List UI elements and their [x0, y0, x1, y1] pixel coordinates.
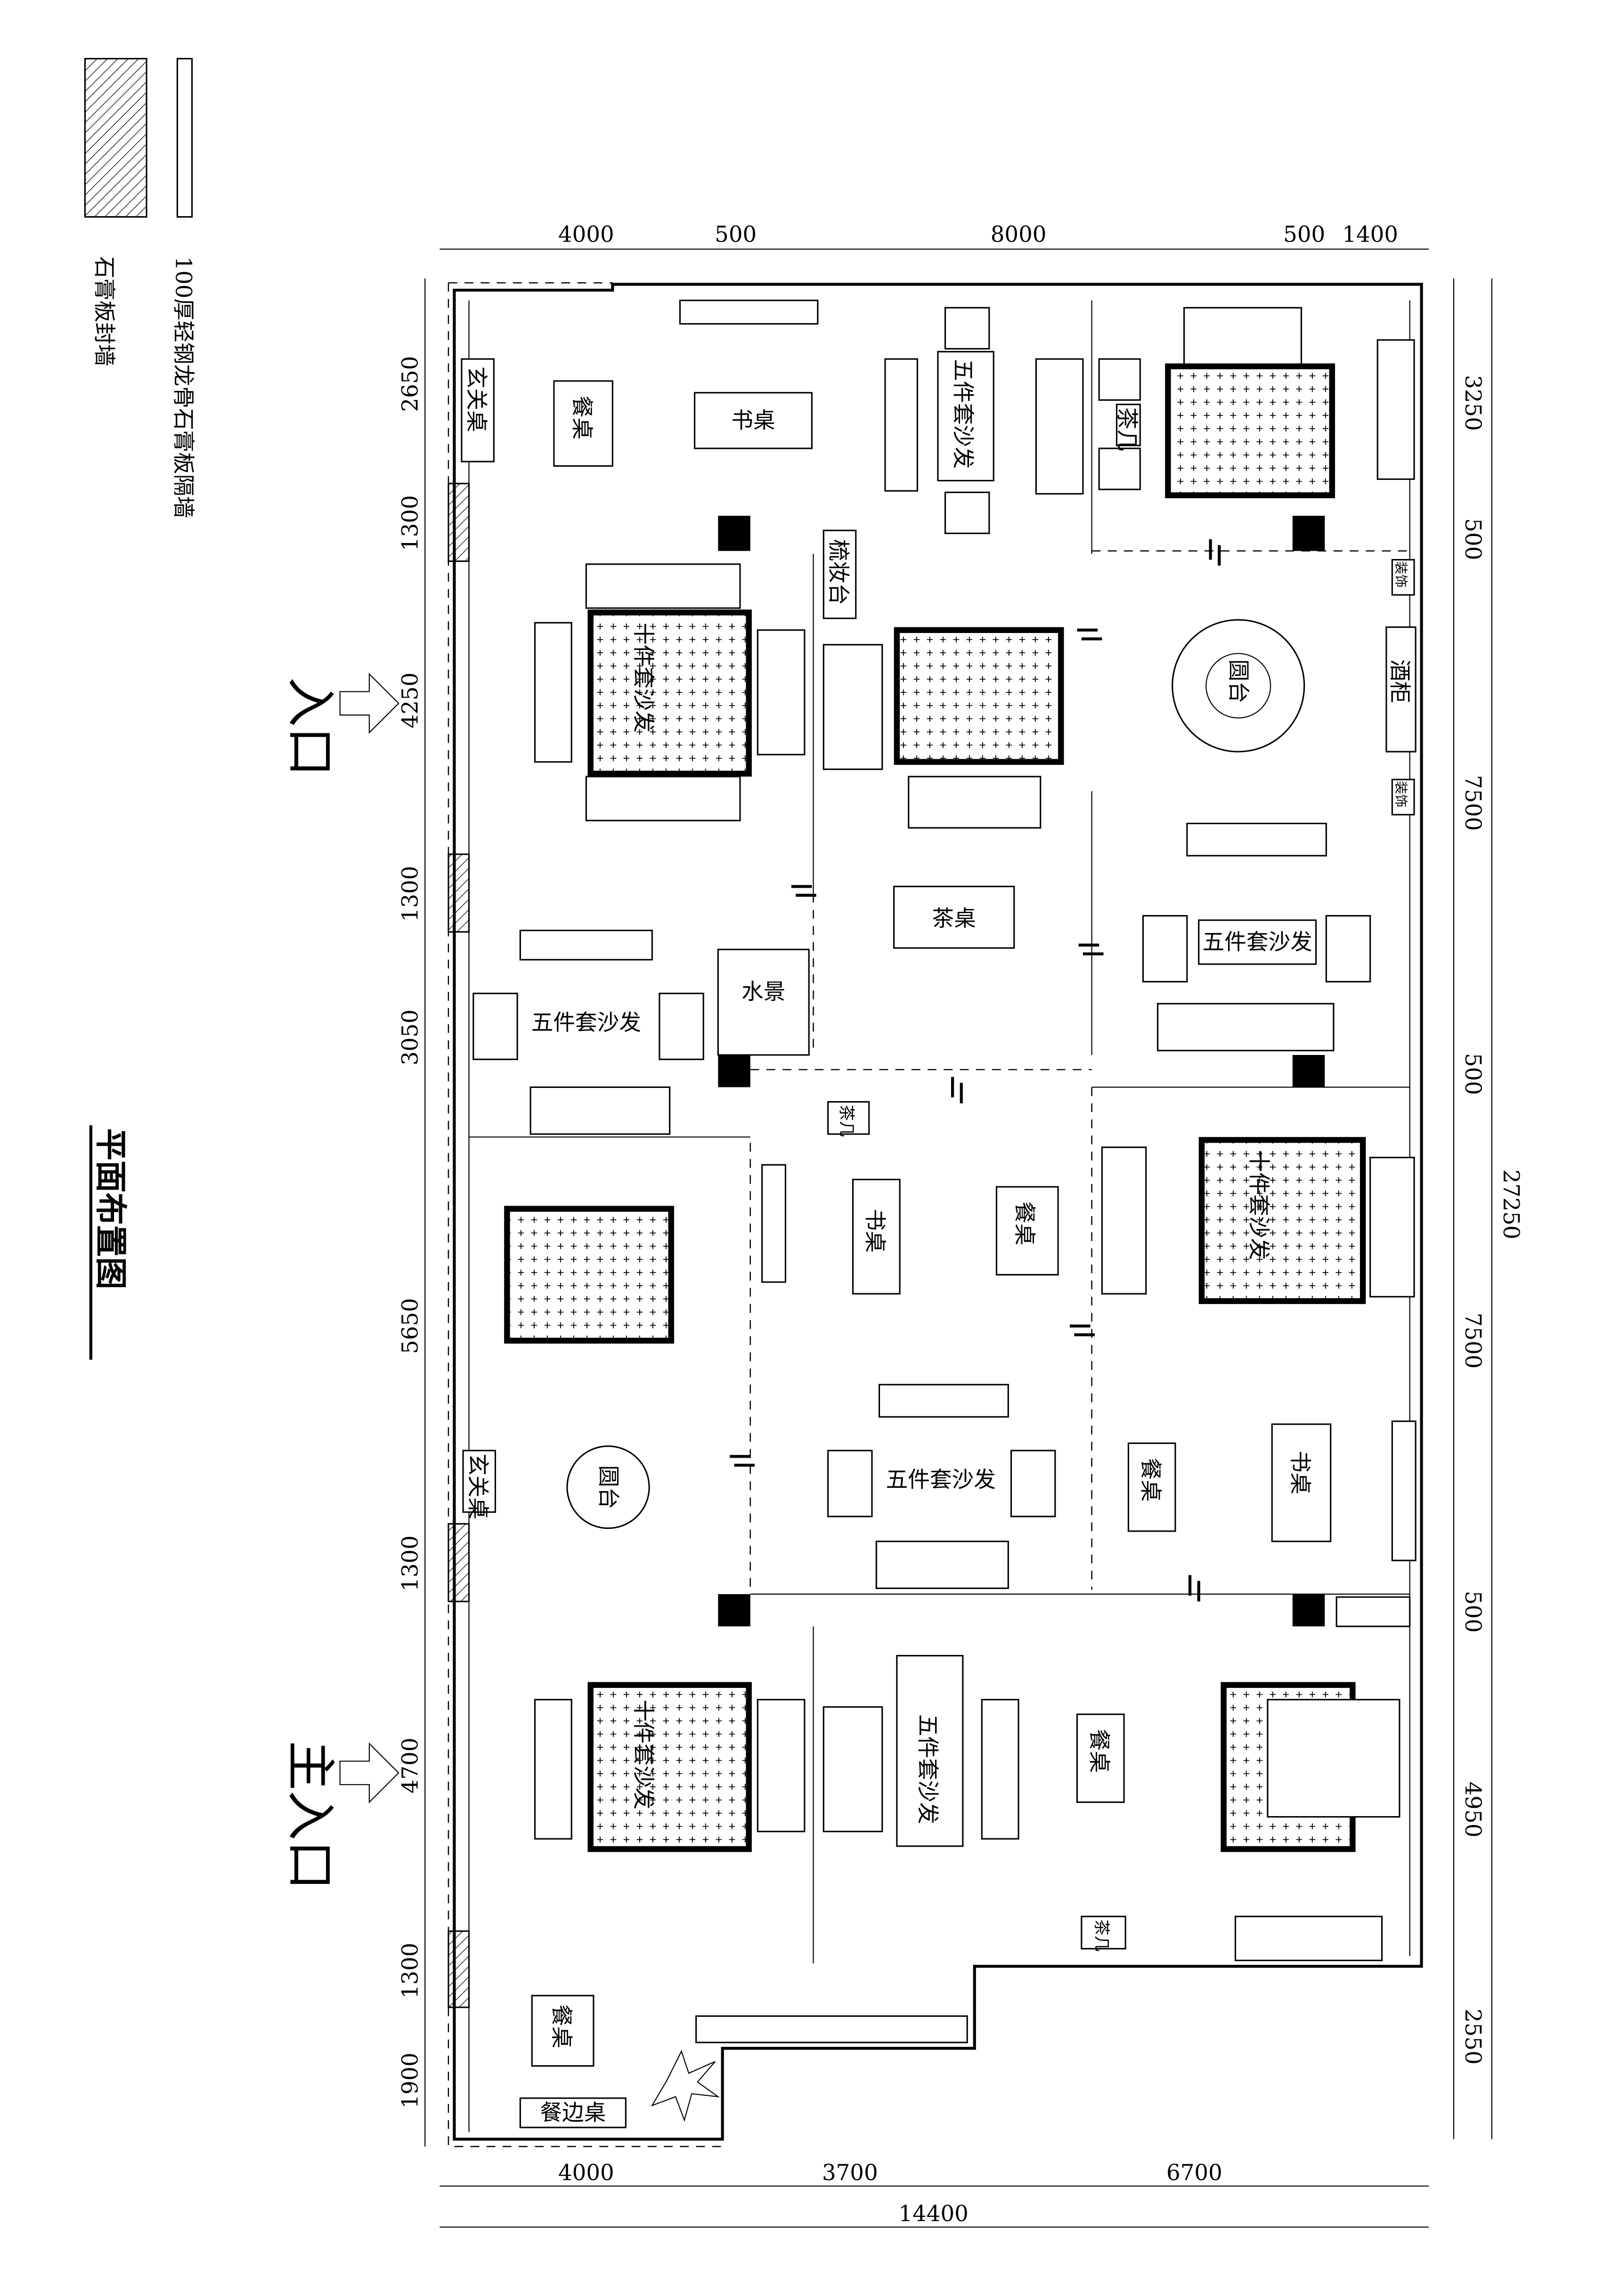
entrance-arrow-icon: [339, 673, 399, 734]
tea-table: [893, 885, 1015, 949]
sliding-door-icons: [730, 539, 1221, 1602]
entrance-label: 入口: [281, 677, 339, 777]
main-entrance-marker: 主入口: [281, 1741, 399, 1890]
svg-text:1900: 1900: [398, 2053, 423, 2109]
svg-text:五件套沙发: 五件套沙发: [886, 1468, 996, 1493]
foyer-table: [461, 358, 495, 462]
svg-text:梳妆台: 梳妆台: [825, 539, 851, 605]
svg-text:装饰: 装饰: [1393, 561, 1409, 588]
legend-partition-label: 100厚轻钢龙骨石膏板隔墙: [170, 257, 195, 519]
svg-text:7500: 7500: [1460, 775, 1485, 831]
water-feature: [717, 949, 810, 1056]
svg-text:1300: 1300: [398, 495, 423, 551]
svg-text:3250: 3250: [1460, 375, 1485, 431]
svg-text:5650: 5650: [398, 1298, 423, 1354]
svg-text:茶桌: 茶桌: [932, 906, 976, 932]
svg-text:1300: 1300: [398, 1535, 423, 1591]
svg-text:4700: 4700: [398, 1737, 423, 1793]
svg-text:玄关桌: 玄关桌: [463, 366, 488, 432]
svg-text:500: 500: [715, 222, 757, 247]
svg-text:书桌: 书桌: [862, 1209, 887, 1253]
svg-text:玄关桌: 玄关桌: [465, 1453, 490, 1519]
svg-text:500: 500: [1283, 222, 1325, 247]
svg-text:茶几: 茶几: [837, 1105, 856, 1137]
svg-text:7500: 7500: [1460, 1313, 1485, 1369]
svg-text:3700: 3700: [822, 2160, 878, 2186]
plant-icon: [651, 2050, 720, 2122]
svg-text:餐桌: 餐桌: [569, 396, 594, 439]
svg-text:餐桌: 餐桌: [1138, 1458, 1163, 1501]
svg-text:4000: 4000: [558, 222, 614, 247]
structural-columns: [718, 516, 1325, 1627]
svg-text:1400: 1400: [1342, 222, 1398, 247]
sideboard: [519, 2097, 627, 2128]
svg-text:十件套沙发: 十件套沙发: [630, 1700, 656, 1809]
svg-text:500: 500: [1460, 1591, 1485, 1633]
svg-text:餐桌: 餐桌: [1086, 1729, 1112, 1773]
furniture: 玄关桌 餐桌 书桌 五件套沙发 茶几 十件套沙发 梳妆台 圆台 酒柜 装饰 装饰…: [461, 300, 1417, 2128]
svg-text:1300: 1300: [398, 1943, 423, 1999]
main-entrance-arrow-icon: [339, 1742, 399, 1804]
svg-text:五件套沙发: 五件套沙发: [950, 359, 975, 469]
svg-text:茶几: 茶几: [1114, 407, 1140, 451]
svg-text:2650: 2650: [398, 356, 423, 412]
svg-text:五件套沙发: 五件套沙发: [915, 1714, 940, 1824]
legend-sealed-label: 石膏板封墙: [91, 257, 116, 366]
dresser: [822, 529, 857, 619]
dimensions: 4000 500 8000 500 1400 4000 3700 6700 14…: [398, 222, 1523, 2228]
dining-table: [553, 380, 613, 467]
svg-text:餐桌: 餐桌: [1011, 1201, 1037, 1245]
svg-text:水景: 水景: [741, 980, 785, 1005]
svg-text:书桌: 书桌: [1287, 1451, 1312, 1494]
svg-text:装饰: 装饰: [1393, 781, 1409, 807]
legend: 100厚轻钢龙骨石膏板隔墙 石膏板封墙: [84, 57, 195, 519]
svg-text:3050: 3050: [398, 1009, 423, 1065]
svg-text:500: 500: [1460, 518, 1485, 560]
wine-cabinet: [1385, 626, 1417, 753]
svg-text:4950: 4950: [1460, 1782, 1485, 1838]
desk: [852, 1178, 901, 1295]
svg-text:27250: 27250: [1498, 1169, 1523, 1239]
svg-text:餐桌: 餐桌: [548, 2004, 574, 2048]
svg-text:圆台: 圆台: [595, 1465, 620, 1509]
svg-text:圆台: 圆台: [1225, 659, 1251, 703]
svg-text:十件套沙发: 十件套沙发: [630, 623, 656, 732]
svg-text:14400: 14400: [898, 2201, 968, 2227]
svg-text:4000: 4000: [558, 2160, 614, 2186]
svg-text:500: 500: [1460, 1053, 1485, 1095]
svg-text:4250: 4250: [398, 673, 423, 729]
legend-sealed-wall-swatch: [84, 57, 147, 218]
gypsum-sealed-walls: [448, 483, 470, 2008]
svg-text:五件套沙发: 五件套沙发: [531, 1010, 641, 1036]
svg-text:十件套沙发: 十件套沙发: [1246, 1150, 1271, 1260]
entrance-marker: 入口: [281, 673, 399, 777]
svg-text:酒柜: 酒柜: [1386, 659, 1412, 703]
main-entrance-label: 主入口: [281, 1741, 339, 1890]
svg-text:茶几: 茶几: [1092, 1919, 1111, 1951]
svg-text:五件套沙发: 五件套沙发: [1203, 930, 1312, 955]
desk: [694, 392, 813, 449]
svg-text:1300: 1300: [398, 866, 423, 922]
drawing-title: 平面布置图: [92, 1128, 130, 1290]
foyer-table: [462, 1450, 497, 1513]
legend-partition-swatch: [176, 57, 193, 218]
svg-text:餐边桌: 餐边桌: [540, 2101, 606, 2126]
svg-text:书桌: 书桌: [731, 408, 775, 433]
svg-text:8000: 8000: [991, 222, 1047, 247]
svg-text:2550: 2550: [1460, 2009, 1485, 2065]
svg-text:6700: 6700: [1166, 2160, 1222, 2186]
